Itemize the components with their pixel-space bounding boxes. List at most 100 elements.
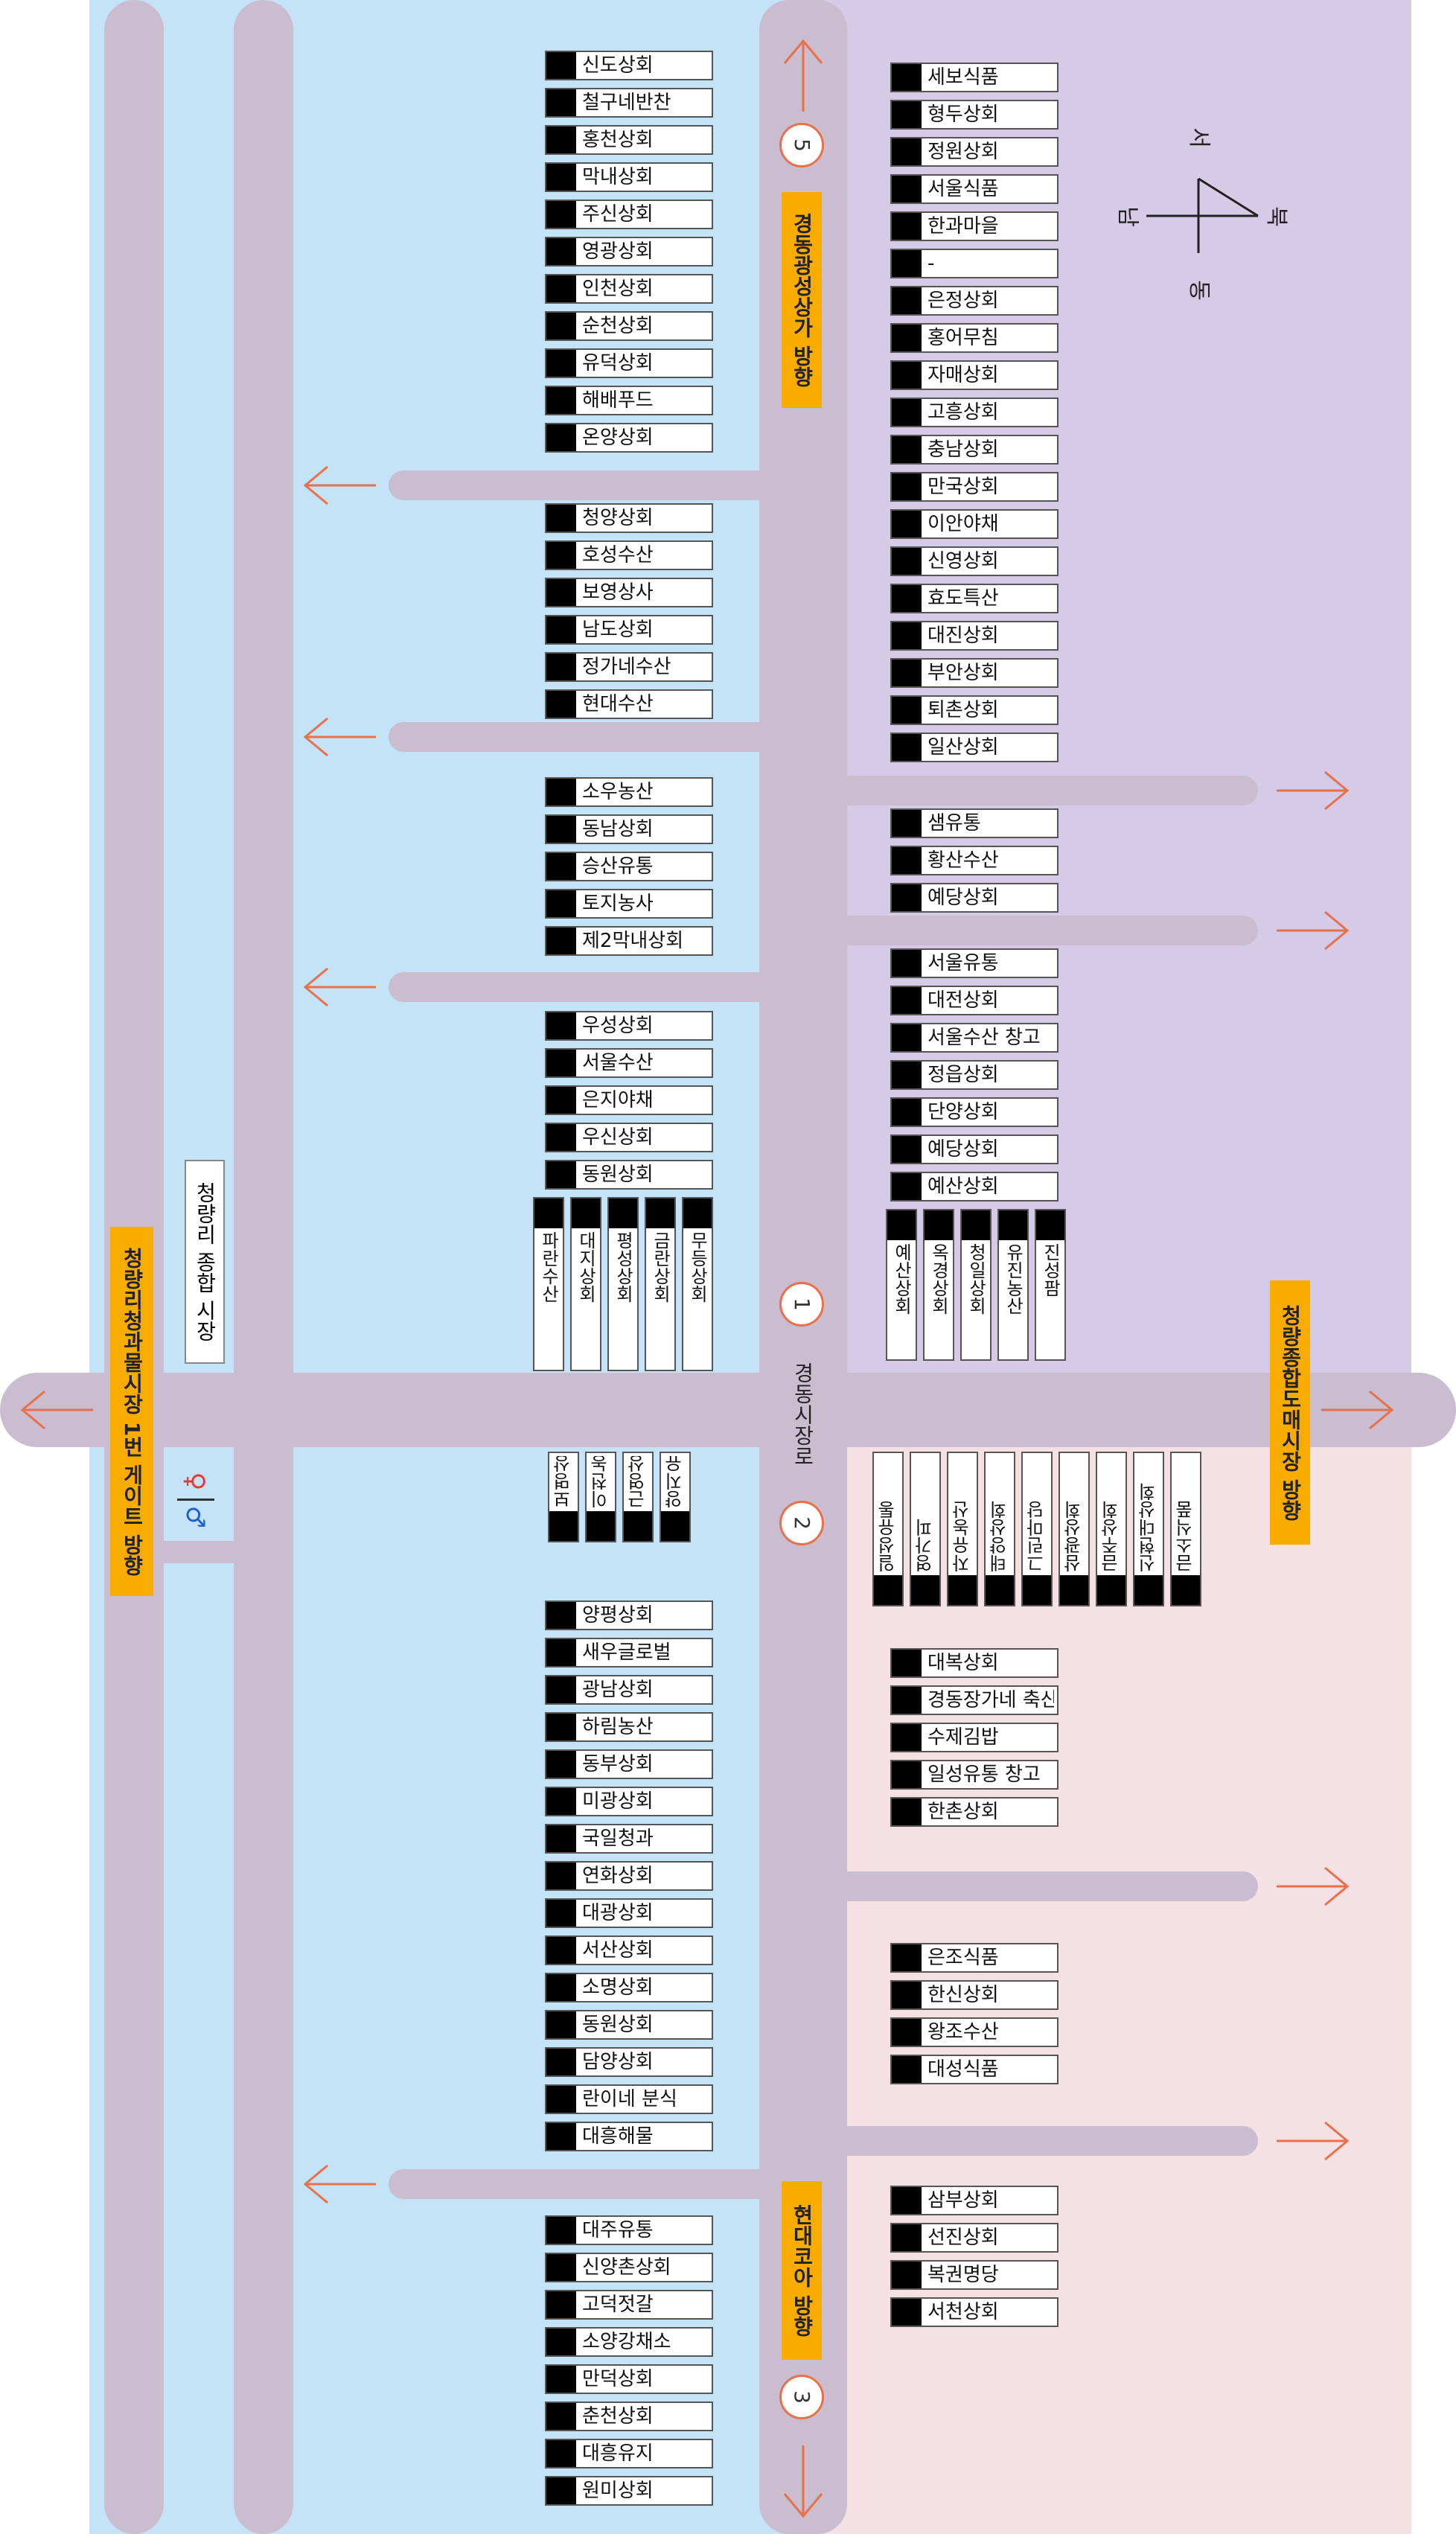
shop-west-block5[interactable]: 서산상회 bbox=[545, 1935, 713, 1965]
shop-east-block1[interactable]: 고흥상회 bbox=[890, 398, 1059, 427]
shop-west-block6[interactable]: 소양강채소 bbox=[545, 2327, 713, 2357]
shop-east-block1[interactable]: 부안상회 bbox=[890, 658, 1059, 688]
main-road[interactable] bbox=[0, 1373, 1456, 1447]
shop-west-block5[interactable]: 양평상회 bbox=[545, 1600, 713, 1630]
shop-east-block1[interactable]: 은정상회 bbox=[890, 286, 1059, 316]
shop-west-block4[interactable]: 서울수산 bbox=[545, 1048, 713, 1078]
gate-2[interactable]: 2 bbox=[779, 1501, 824, 1545]
east-alley-3[interactable] bbox=[834, 1871, 1258, 1901]
shop-west-block1[interactable]: 신도상회 bbox=[545, 51, 713, 80]
shop-east-block1[interactable]: 퇴촌상회 bbox=[890, 695, 1059, 725]
east-alley-4[interactable] bbox=[834, 2126, 1258, 2156]
shop-west-block5[interactable]: 대흥해물 bbox=[545, 2122, 713, 2151]
shop-west-block1[interactable]: 유덕상회 bbox=[545, 348, 713, 378]
shop-west-block3[interactable]: 제2막내상회 bbox=[545, 926, 713, 956]
restroom-icon[interactable]: ♀ ♂ bbox=[170, 1467, 222, 1534]
shop-west-block6[interactable]: 신양촌상회 bbox=[545, 2253, 713, 2282]
shop-west-block5[interactable]: 국일청과 bbox=[545, 1824, 713, 1854]
shop-west-block5[interactable]: 동원상회 bbox=[545, 2010, 713, 2040]
shop-west-block1[interactable]: 인천상회 bbox=[545, 274, 713, 304]
center-road[interactable] bbox=[759, 0, 847, 2534]
shop-west-block4[interactable]: 동원상회 bbox=[545, 1160, 713, 1190]
shop-east-block5[interactable]: 은조식품 bbox=[890, 1943, 1059, 1973]
shop-east-block5[interactable]: 대성식품 bbox=[890, 2055, 1059, 2084]
shop-east-block6[interactable]: 선진상회 bbox=[890, 2223, 1059, 2253]
shop-east-block1[interactable]: - bbox=[890, 249, 1059, 278]
shop-west-block4[interactable]: 우성상회 bbox=[545, 1011, 713, 1041]
shop-east-block1[interactable]: 서울식품 bbox=[890, 174, 1059, 204]
shop-west-vertical-south[interactable]: 보명상회 bbox=[548, 1452, 579, 1542]
shop-east-block1[interactable]: 대진상회 bbox=[890, 621, 1059, 651]
shop-east-vertical-south[interactable]: 태양상회 bbox=[984, 1452, 1015, 1606]
shop-west-vertical-north[interactable]: 평성상회 bbox=[607, 1197, 639, 1371]
shop-west-block5[interactable]: 광남상회 bbox=[545, 1675, 713, 1705]
shop-east-vertical-north[interactable]: 예산상회 bbox=[886, 1209, 917, 1361]
shop-east-block2[interactable]: 샘유통 bbox=[890, 808, 1059, 838]
shop-east-block1[interactable]: 일산상회 bbox=[890, 733, 1059, 762]
shop-east-block4[interactable]: 대복상회 bbox=[890, 1648, 1059, 1678]
shop-west-block4[interactable]: 우신상회 bbox=[545, 1123, 713, 1152]
shop-east-vertical-south[interactable]: 그린마당 bbox=[1021, 1452, 1053, 1606]
shop-east-block6[interactable]: 서천상회 bbox=[890, 2297, 1059, 2327]
shop-east-block3[interactable]: 서울수산 창고 bbox=[890, 1023, 1059, 1053]
shop-west-block6[interactable]: 원미상회 bbox=[545, 2476, 713, 2506]
shop-west-block6[interactable]: 춘천상회 bbox=[545, 2401, 713, 2431]
shop-east-block3[interactable]: 서울유통 bbox=[890, 948, 1059, 978]
east-alley-2[interactable] bbox=[834, 916, 1258, 945]
shop-east-block4[interactable]: 수제김밥 bbox=[890, 1723, 1059, 1752]
west-alley-3[interactable] bbox=[389, 972, 776, 1002]
shop-west-block6[interactable]: 만덕상회 bbox=[545, 2364, 713, 2394]
shop-west-block2[interactable]: 현대수산 bbox=[545, 689, 713, 719]
shop-east-block1[interactable]: 만국상회 bbox=[890, 472, 1059, 502]
shop-west-block5[interactable]: 소명상회 bbox=[545, 1973, 713, 2002]
shop-west-block5[interactable]: 연화상회 bbox=[545, 1861, 713, 1891]
shop-east-block2[interactable]: 황산수산 bbox=[890, 846, 1059, 875]
shop-east-block1[interactable]: 형두상회 bbox=[890, 100, 1059, 130]
shop-east-block2[interactable]: 예당상회 bbox=[890, 883, 1059, 913]
shop-east-block1[interactable]: 정원상회 bbox=[890, 137, 1059, 167]
shop-east-block4[interactable]: 일성유통 창고 bbox=[890, 1760, 1059, 1790]
shop-east-block5[interactable]: 한신상회 bbox=[890, 1980, 1059, 2010]
gate-1[interactable]: 1 bbox=[779, 1282, 824, 1327]
shop-west-block5[interactable]: 동부상회 bbox=[545, 1749, 713, 1779]
shop-east-block3[interactable]: 단양상회 bbox=[890, 1097, 1059, 1127]
shop-west-block6[interactable]: 대흥유지 bbox=[545, 2439, 713, 2468]
shop-west-block5[interactable]: 담양상회 bbox=[545, 2047, 713, 2077]
shop-west-block5[interactable]: 미광상회 bbox=[545, 1787, 713, 1816]
shop-east-block1[interactable]: 신영상회 bbox=[890, 546, 1059, 576]
shop-west-block2[interactable]: 보영상사 bbox=[545, 578, 713, 607]
shop-east-vertical-north[interactable]: 진성팜 bbox=[1035, 1209, 1066, 1361]
shop-west-vertical-north[interactable]: 파란수산 bbox=[533, 1197, 564, 1371]
shop-west-block3[interactable]: 토지농사 bbox=[545, 889, 713, 919]
shop-west-vertical-south[interactable]: 이천농산 bbox=[585, 1452, 616, 1542]
shop-east-vertical-north[interactable]: 옥경상회 bbox=[923, 1209, 954, 1361]
west-alley-1[interactable] bbox=[389, 470, 776, 500]
shop-west-block3[interactable]: 동남상회 bbox=[545, 814, 713, 844]
shop-west-vertical-south[interactable]: 근영상회 bbox=[622, 1452, 654, 1542]
shop-east-block4[interactable]: 한촌상회 bbox=[890, 1797, 1059, 1827]
shop-east-vertical-south[interactable]: 삼광상회 bbox=[1059, 1452, 1090, 1606]
shop-west-vertical-north[interactable]: 대지상회 bbox=[570, 1197, 601, 1371]
shop-east-vertical-south[interactable]: 일성유통 bbox=[872, 1452, 904, 1606]
shop-west-block1[interactable]: 순천상회 bbox=[545, 311, 713, 341]
shop-west-block6[interactable]: 대주유통 bbox=[545, 2215, 713, 2245]
shop-east-vertical-south[interactable]: 금소식품 bbox=[1170, 1452, 1201, 1606]
shop-west-block2[interactable]: 남도상회 bbox=[545, 615, 713, 645]
shop-west-block4[interactable]: 은지야채 bbox=[545, 1085, 713, 1115]
west-alley-2[interactable] bbox=[389, 722, 776, 752]
shop-east-block1[interactable]: 자매상회 bbox=[890, 360, 1059, 390]
shop-west-block1[interactable]: 철구네반찬 bbox=[545, 88, 713, 118]
shop-east-block3[interactable]: 정읍상회 bbox=[890, 1060, 1059, 1090]
shop-west-vertical-north[interactable]: 금란상회 bbox=[645, 1197, 676, 1371]
shop-west-vertical-south[interactable]: 양지유통 bbox=[660, 1452, 691, 1542]
shop-west-block5[interactable]: 하림농산 bbox=[545, 1712, 713, 1742]
shop-west-block3[interactable]: 승산유통 bbox=[545, 852, 713, 881]
shop-east-vertical-north[interactable]: 유진농산 bbox=[997, 1209, 1029, 1361]
shop-east-block1[interactable]: 세보식품 bbox=[890, 63, 1059, 92]
shop-east-block3[interactable]: 예산상회 bbox=[890, 1172, 1059, 1201]
gate-5[interactable]: 5 bbox=[779, 123, 824, 167]
shop-west-block2[interactable]: 정가네수산 bbox=[545, 652, 713, 682]
shop-east-vertical-south[interactable]: 신현대상회 bbox=[1133, 1452, 1164, 1606]
east-alley-1[interactable] bbox=[834, 776, 1258, 805]
shop-east-vertical-south[interactable]: 자유농산 bbox=[947, 1452, 978, 1606]
